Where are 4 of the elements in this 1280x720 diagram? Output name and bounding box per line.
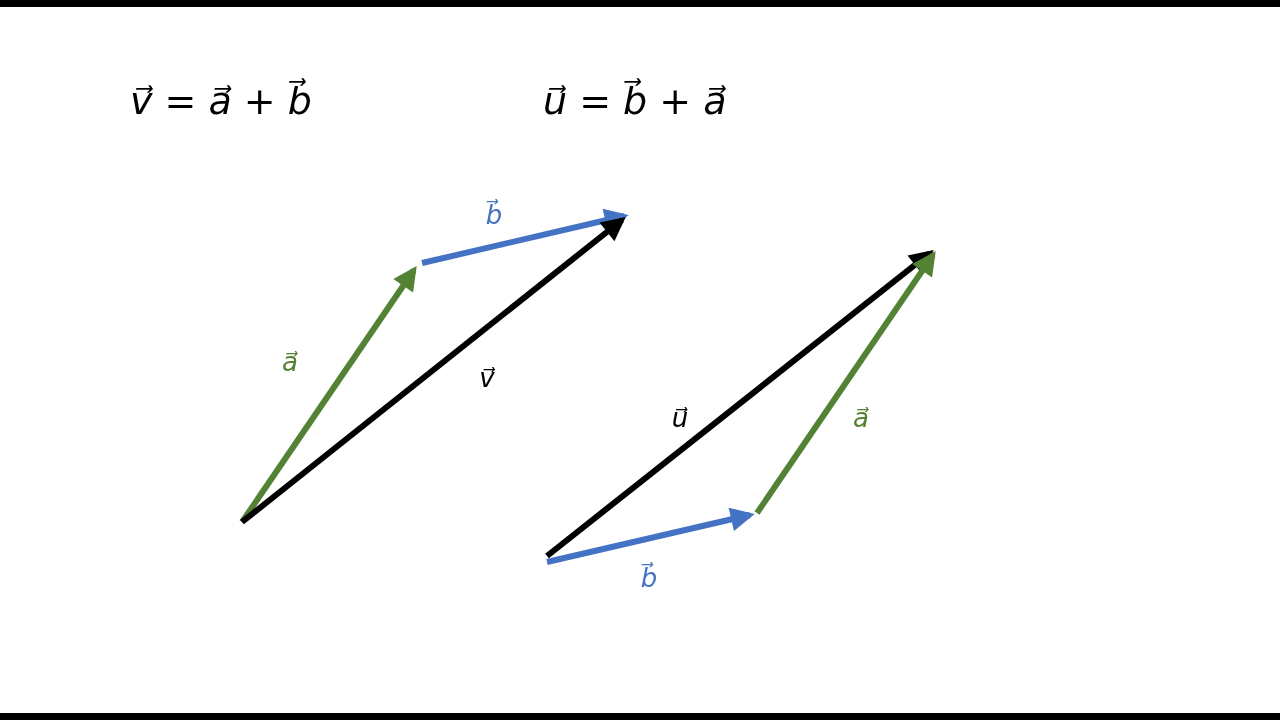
vector-label: v⃗ xyxy=(479,365,495,391)
vector-label: a⃗ xyxy=(853,405,869,431)
vector-label: a⃗ xyxy=(282,349,298,375)
vector-label: u⃗ xyxy=(671,405,689,431)
